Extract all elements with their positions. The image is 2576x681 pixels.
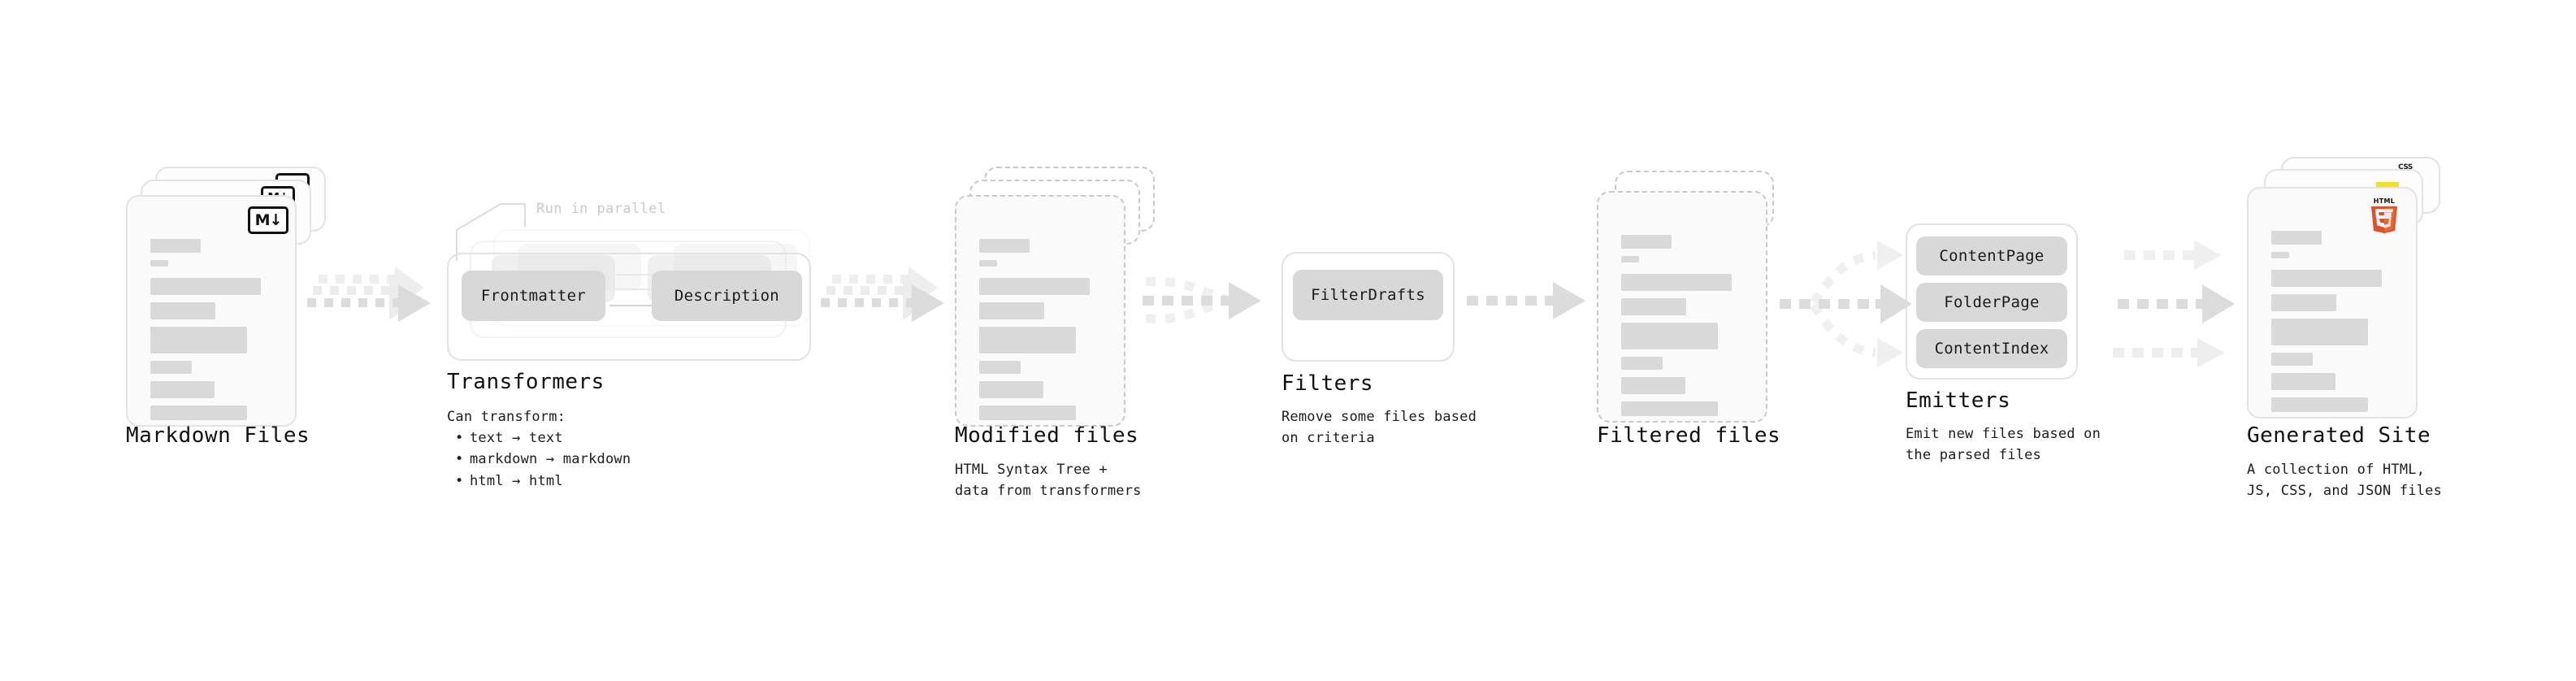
markdown-files-title: Markdown Files: [126, 423, 310, 448]
connector-md-to-transformers: [307, 267, 431, 322]
css-badge-label: CSS: [2398, 163, 2413, 171]
markdown-file-placeholder-lines: [150, 239, 277, 427]
transformers-title: Transformers: [447, 370, 605, 394]
transformer-pill-frontmatter[interactable]: Frontmatter: [462, 271, 605, 321]
html5-icon: HTML: [2371, 197, 2397, 233]
transformers-bullet-2: html → html: [447, 471, 631, 492]
transformers-box-front: [447, 253, 811, 361]
emitter-pill-folderpage[interactable]: FolderPage: [1916, 283, 2067, 322]
emitter-pill-contentpage[interactable]: ContentPage: [1916, 236, 2067, 275]
generated-site-description: A collection of HTML, JS, CSS, and JSON …: [2247, 462, 2443, 500]
connector-filters-to-filtered: [1467, 282, 1585, 319]
generated-file-placeholder-lines: [2271, 231, 2398, 419]
transformers-bullet-0: text → text: [447, 427, 631, 449]
markdown-badge-front: M↓: [248, 206, 288, 234]
filtered-file-placeholder-lines: [1621, 235, 1748, 423]
filtered-files-title: Filtered files: [1597, 423, 1781, 448]
transformers-bullet-1: markdown → markdown: [447, 449, 631, 470]
connector-transformers-to-modified: [821, 267, 944, 322]
modified-file-card-front: [955, 195, 1125, 427]
markdown-file-card-front: M↓: [126, 195, 297, 427]
connector-modified-to-filters: [1143, 276, 1261, 324]
transformers-description: Can transform:: [447, 409, 566, 425]
filters-description: Remove some files based on criteria: [1281, 409, 1477, 447]
emitters-description: Emit new files based on the parsed files: [1906, 426, 2101, 464]
transformers-bullet-list: text → text markdown → markdown html → h…: [447, 427, 631, 492]
run-in-parallel-bracket: [456, 203, 526, 261]
connector-emitters-to-site: [2113, 241, 2235, 367]
transformer-pill-description[interactable]: Description: [652, 271, 802, 321]
filter-pill-filterdrafts[interactable]: FilterDrafts: [1293, 270, 1443, 320]
run-in-parallel-label: Run in parallel: [536, 201, 666, 217]
emitters-box: [1906, 223, 2078, 380]
generated-file-card-front: HTML: [2247, 187, 2418, 419]
filters-title: Filters: [1281, 371, 1374, 396]
svg-text:HTML: HTML: [2374, 197, 2395, 205]
emitters-title: Emitters: [1906, 388, 2011, 413]
connector-filtered-to-emitters: [1780, 241, 1912, 367]
filters-box: [1281, 252, 1455, 362]
emitter-pill-contentindex[interactable]: ContentIndex: [1916, 329, 2067, 368]
generated-site-title: Generated Site: [2247, 423, 2431, 448]
modified-file-placeholder-lines: [979, 239, 1106, 427]
modified-files-description: HTML Syntax Tree + data from transformer…: [955, 462, 1142, 500]
filtered-file-card-front: [1597, 191, 1767, 423]
modified-files-title: Modified files: [955, 423, 1139, 448]
